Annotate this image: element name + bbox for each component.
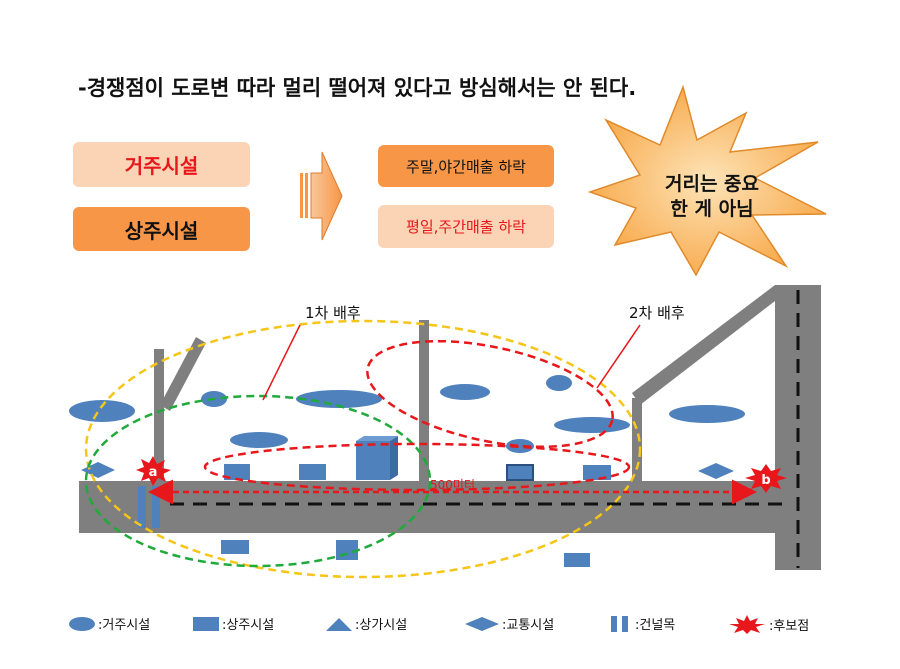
commercial-box: 상주시설 [73, 207, 250, 251]
second-trade-area-label: 2차 배후 [629, 304, 685, 322]
page-title: -경쟁점이 도로변 따라 멀리 떨어져 있다고 방심해서는 안 된다. [78, 76, 637, 100]
weekday-sales-drop-box: 평일,주간매출 하락 [378, 205, 554, 248]
residential-facilities [69, 375, 745, 453]
legend-candidate-label: :후보점 [769, 618, 810, 634]
legend-residential-label: :거주시설 [98, 618, 151, 633]
legend-residential: :거주시설 [68, 614, 150, 633]
weekend-sales-drop-box: 주말,야간매출 하락 [378, 145, 554, 187]
candidate-point-a: a [136, 456, 171, 486]
ellipse-icon [69, 616, 95, 631]
legend-commercial: :상주시설 [192, 614, 274, 633]
legend-shops: :상가시설 [325, 614, 407, 633]
svg-text:a: a [149, 465, 158, 480]
second-trade-area-pointer [596, 324, 641, 389]
residential-box: 거주시설 [73, 142, 250, 187]
double-bar-icon [611, 615, 628, 632]
diamond-icon [465, 616, 499, 631]
starburst-icon [587, 84, 827, 277]
distance-label: 500미터 [430, 478, 475, 492]
legend-transport: :교통시설 [464, 614, 554, 633]
legend-transport-label: :교통시설 [502, 618, 555, 633]
legend-commercial-label: :상주시설 [222, 618, 275, 633]
legend-crosswalk-label: :건널목 [635, 618, 676, 633]
burst-icon [729, 615, 765, 634]
crosswalk-icon [138, 486, 160, 528]
first-trade-area-label: 1차 배후 [305, 304, 361, 322]
legend-crosswalk: :건널목 [609, 614, 675, 633]
first-trade-area-pointer [262, 324, 301, 401]
arrow-right-icon [300, 151, 343, 241]
svg-text:b: b [761, 473, 770, 488]
candidate-point-b: b [745, 464, 787, 493]
commercial-facilities [221, 436, 611, 567]
legend-shops-label: :상가시설 [355, 618, 408, 633]
star-text-line2: 한 게 아님 [670, 198, 753, 220]
square-icon [193, 616, 219, 631]
triangle-icon [326, 617, 352, 631]
legend-candidate: :후보점 [727, 614, 809, 634]
star-text-line1: 거리는 중요 [665, 173, 759, 195]
